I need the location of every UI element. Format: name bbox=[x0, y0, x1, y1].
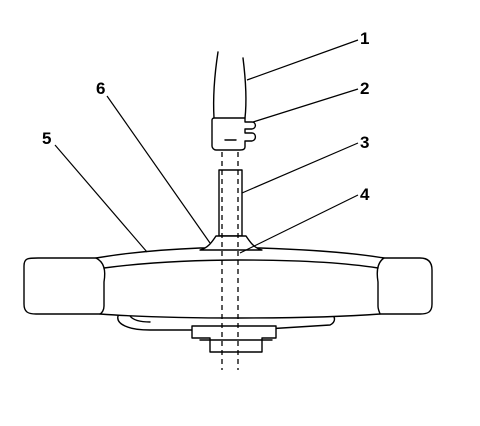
callout-1: 1 bbox=[360, 29, 369, 48]
callout-5: 5 bbox=[42, 129, 51, 148]
tool-adapter bbox=[211, 117, 257, 151]
leader-5 bbox=[54, 144, 148, 253]
callout-4: 4 bbox=[360, 185, 370, 204]
tool-handle bbox=[212, 51, 247, 119]
leader-lines bbox=[54, 39, 359, 254]
leader-6 bbox=[106, 95, 211, 244]
callout-labels: 1 2 3 4 5 6 bbox=[42, 29, 370, 204]
alignment-centerline bbox=[221, 152, 239, 370]
leader-1 bbox=[246, 39, 359, 81]
leader-2 bbox=[252, 88, 359, 123]
steering-wheel-rim bbox=[23, 247, 433, 319]
leader-3 bbox=[241, 142, 359, 194]
callout-6: 6 bbox=[96, 79, 105, 98]
leader-4 bbox=[239, 194, 359, 254]
callout-2: 2 bbox=[360, 79, 369, 98]
callout-3: 3 bbox=[360, 133, 369, 152]
hub-boss bbox=[199, 235, 263, 251]
